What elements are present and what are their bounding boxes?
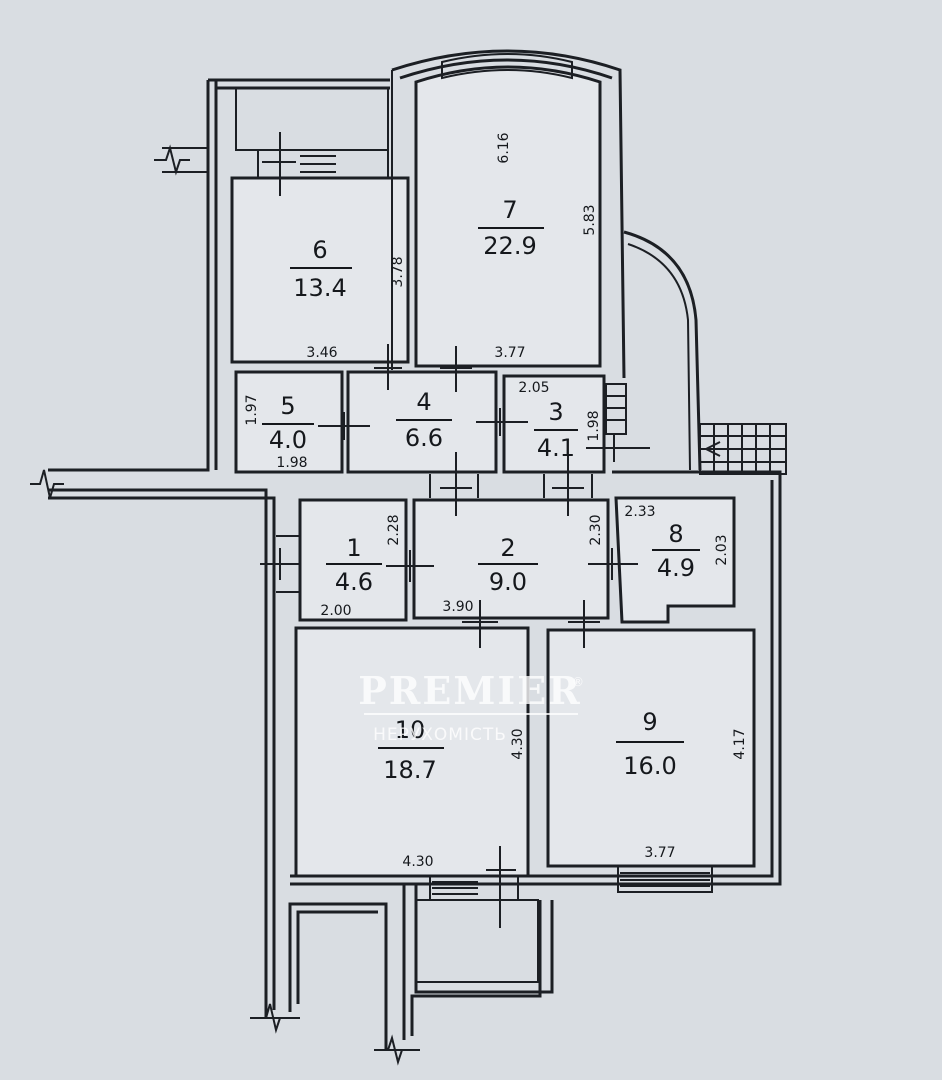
room-1-number: 1: [346, 534, 361, 562]
room-4-area: 6.6: [405, 424, 443, 452]
break-symbols: [30, 144, 420, 1066]
room-8-area: 4.9: [657, 554, 695, 582]
room-7-dim-width: 3.77: [494, 345, 525, 361]
room-7-dim-depth: 6.16: [496, 132, 512, 163]
room-2-area: 9.0: [489, 568, 527, 596]
room-2-walls: [412, 498, 610, 620]
room-3-area: 4.1: [537, 434, 575, 462]
room-6-number: 6: [312, 236, 327, 264]
room-10-dim-height: 4.30: [510, 728, 526, 759]
watermark-subtitle: НЕРУХОМІСТЬ: [373, 725, 507, 745]
room-5-number: 5: [280, 392, 295, 420]
room-5-label: 5 4.0 1.97 1.98: [244, 392, 314, 471]
room-5-walls: [234, 370, 344, 474]
room-10-walls: [294, 626, 530, 878]
room-10-dim-width: 4.30: [402, 854, 433, 870]
room-2-number: 2: [500, 534, 515, 562]
outer-walls: [48, 49, 787, 1051]
room-8-dim-width: 2.33: [624, 504, 655, 520]
room-10-number: 10: [395, 716, 426, 744]
room-3-number: 3: [548, 398, 563, 426]
room-5-dim-height: 1.97: [244, 394, 260, 425]
room-1-dim-width: 2.00: [320, 603, 351, 619]
room-7-area: 22.9: [483, 232, 536, 260]
room-8-dim-height: 2.03: [714, 534, 730, 565]
watermark-brand: PREMIER: [358, 668, 582, 713]
room-8-number: 8: [668, 520, 683, 548]
room-3-dim-height: 1.98: [586, 410, 602, 441]
room-4-label: 4 6.6: [396, 388, 452, 452]
room-7-walls: [414, 65, 602, 368]
room-8-label: 8 4.9 2.33 2.03: [624, 504, 730, 582]
room-6-area: 13.4: [293, 274, 346, 302]
room-2-dim-height: 2.30: [588, 514, 604, 545]
room-6-label: 6 13.4 3.78 3.46: [290, 236, 406, 361]
room-2-dim-width: 3.90: [442, 599, 473, 615]
room-6-dim-height: 3.78: [390, 256, 406, 287]
room-1-dim-height: 2.28: [386, 514, 402, 545]
room-7-label: 7 22.9 6.16 5.83 3.77: [478, 132, 598, 361]
room-7-number: 7: [502, 196, 517, 224]
watermark-registered: ®: [572, 675, 584, 689]
room-1-label: 1 4.6 2.28 2.00: [320, 514, 402, 619]
room-10-label: 10 18.7 4.30 4.30: [378, 716, 526, 870]
room-5-area: 4.0: [269, 426, 307, 454]
room-3-dim-width: 2.05: [518, 380, 549, 396]
room-walls: [230, 65, 756, 901]
room-9-dim-height: 4.17: [732, 728, 748, 759]
room-1-walls: [298, 498, 408, 622]
room-5-dim-width: 1.98: [276, 455, 307, 471]
room-8-walls: [614, 496, 736, 624]
room-9-area: 16.0: [623, 752, 676, 780]
room-3-label: 3 4.1 2.05 1.98: [518, 380, 602, 462]
room-fills: [232, 67, 754, 876]
room-1-area: 4.6: [335, 568, 373, 596]
room-6-dim-width: 3.46: [306, 345, 337, 361]
door-marks: [260, 132, 650, 928]
room-7-dim-height: 5.83: [582, 204, 598, 235]
watermark: PREMIER ® НЕРУХОМІСТЬ: [358, 668, 584, 745]
room-2-label: 2 9.0 2.30 3.90: [442, 514, 604, 615]
room-9-number: 9: [642, 708, 657, 736]
room-4-number: 4: [416, 388, 431, 416]
room-3-walls: [502, 374, 606, 474]
room-10-area: 18.7: [383, 756, 436, 784]
room-9-label: 9 16.0 4.17 3.77: [616, 708, 748, 861]
room-9-dim-width: 3.77: [644, 845, 675, 861]
